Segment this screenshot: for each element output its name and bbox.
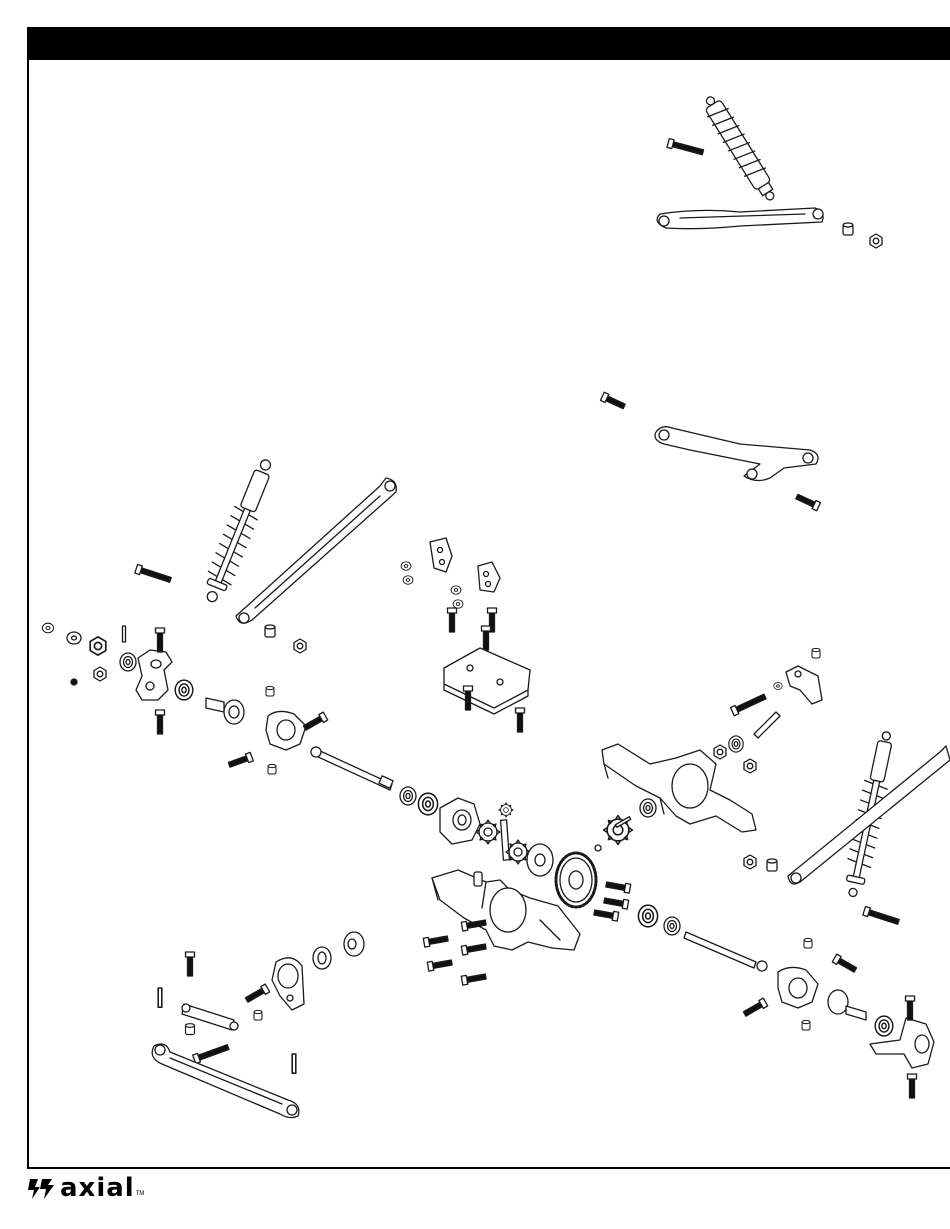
hub-pin (123, 626, 126, 642)
brand-logo: axial TM (26, 1170, 144, 1206)
hub-nut (90, 637, 106, 655)
link-mount-right (478, 562, 500, 592)
linkage-screw (730, 692, 766, 715)
knuckle-screw (156, 628, 165, 652)
c-hub-bushing (266, 686, 274, 696)
diff-cover (527, 844, 553, 876)
hub-washer-2 (67, 632, 81, 644)
steering-post-2 (292, 1054, 296, 1073)
link-mount-left (430, 538, 452, 572)
hub-nut-2 (94, 667, 106, 681)
upper-shock-absorber (699, 92, 781, 205)
lower-link-top (657, 208, 823, 229)
axle-bearing-2 (418, 793, 437, 815)
spider-gear (476, 820, 500, 844)
servo-saver-bushing (254, 1010, 262, 1020)
right-long-link (788, 746, 950, 884)
right-c-hub-screw (832, 954, 857, 974)
left-link-bushing (265, 625, 275, 637)
right-knuckle-screw-2 (908, 1074, 917, 1098)
linkage-washer (774, 682, 782, 689)
right-c-hub-bushing-2 (802, 1020, 810, 1030)
servo-saver-spring (313, 947, 331, 969)
c-hub-screw (302, 712, 327, 732)
right-axle-bearing-2 (664, 917, 680, 935)
drag-link-bushing (186, 1024, 195, 1035)
housing-screw-7 (461, 942, 486, 955)
left-axle-shaft (311, 747, 393, 790)
ring-gear-washer (595, 845, 601, 851)
left-steering-knuckle (136, 650, 172, 700)
upper-link-screw (600, 392, 626, 410)
left-link-nut (294, 639, 306, 653)
mount-washer-2 (403, 576, 413, 584)
right-axle-shaft (684, 932, 767, 971)
servo-saver-mount (272, 958, 304, 1010)
servo-saver-screw (244, 984, 269, 1004)
knuckle-bearing (175, 680, 193, 700)
mount-washer-4 (453, 600, 463, 608)
link-nut (870, 234, 882, 248)
mount-washer-3 (451, 586, 461, 594)
linkage-arm (786, 666, 822, 704)
housing-nut (714, 745, 726, 759)
right-knuckle-bearing (875, 1016, 893, 1036)
right-c-hub (778, 967, 818, 1008)
right-c-hub-screw-2 (742, 998, 767, 1018)
linkage-rod (754, 712, 780, 738)
shock-screw (667, 139, 704, 157)
housing-screw-8 (461, 972, 486, 985)
differential-case (440, 798, 480, 844)
skid-plate (444, 648, 530, 714)
right-axle-bearing (638, 905, 657, 927)
c-hub-screw-2 (228, 752, 254, 769)
left-shock-screw (135, 564, 172, 584)
hub-washer (42, 623, 53, 633)
right-link-bushing (767, 859, 777, 871)
tie-rod (152, 1044, 299, 1118)
housing-bearing (729, 736, 743, 752)
servo-saver-cap (344, 932, 364, 956)
mount-screw (448, 608, 457, 632)
mount-washer (401, 562, 411, 570)
housing-screw-6 (427, 958, 452, 971)
housing-screw (606, 880, 631, 893)
axial-logo-icon (26, 1175, 56, 1201)
linkage-bushing (812, 648, 820, 658)
housing-screw-2 (604, 896, 629, 909)
right-c-hub-bushing (804, 938, 812, 948)
skid-screw-2 (516, 708, 525, 732)
servo-screw (186, 952, 195, 976)
housing-nut-2 (744, 759, 756, 773)
skid-screw (464, 686, 473, 710)
upper-triangle-link (655, 427, 818, 481)
right-shock-screw (863, 906, 900, 926)
upper-link-screw-2 (795, 492, 821, 510)
knuckle-screw-2 (156, 710, 165, 734)
ring-gear (556, 853, 596, 907)
link-bushing (843, 223, 853, 235)
right-link-nut (744, 855, 756, 869)
logo-trademark: TM (136, 1191, 145, 1197)
steering-post (158, 988, 162, 1007)
left-stub-axle (206, 698, 244, 724)
logo-wordmark: axial (60, 1173, 135, 1203)
hub-bearing (120, 653, 136, 671)
left-c-hub (266, 711, 306, 750)
c-hub-bushing-2 (268, 764, 276, 774)
axle-bearing (400, 787, 416, 805)
hub-set-screw (71, 679, 77, 685)
housing-screw-4 (423, 934, 448, 947)
spider-gear-2 (499, 803, 513, 817)
pinion-bearing (640, 799, 656, 817)
left-shock-absorber (198, 455, 279, 606)
drag-link-screw (193, 1043, 230, 1064)
housing-screw-3 (594, 908, 619, 921)
mount-screw-3 (482, 626, 491, 650)
right-stub-axle (828, 990, 866, 1020)
right-knuckle-screw (906, 996, 915, 1020)
